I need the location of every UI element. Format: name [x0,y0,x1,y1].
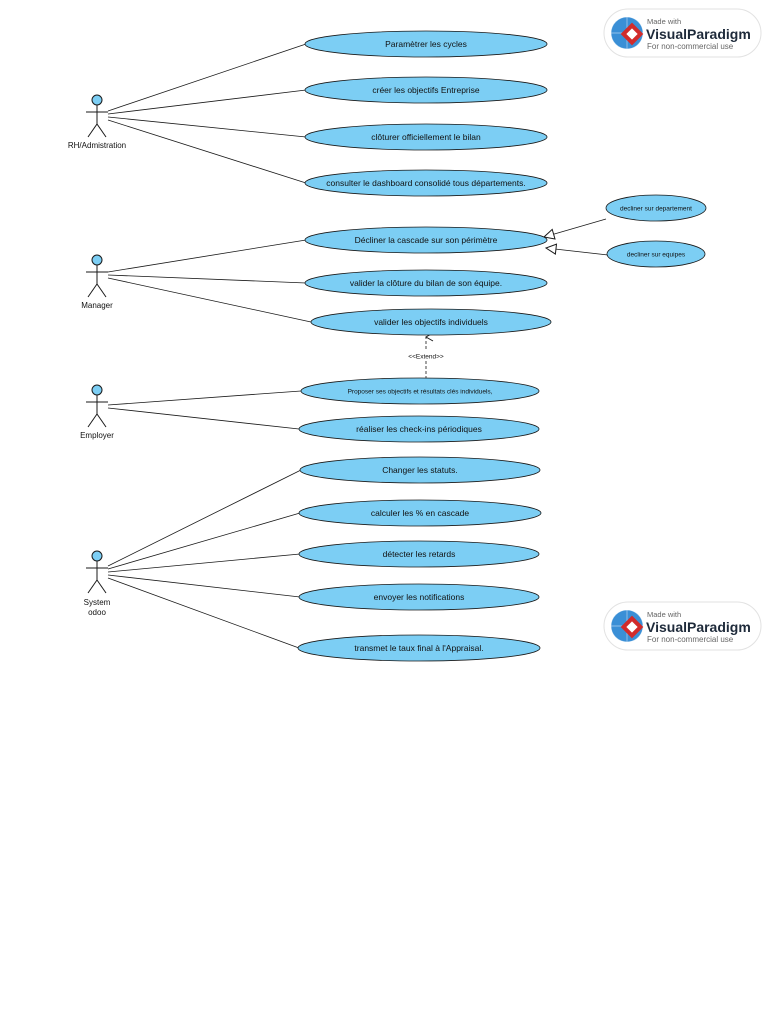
association-lines [107,43,312,649]
use-case-label: valider les objectifs individuels [374,317,488,327]
use-case[interactable]: valider la clôture du bilan de son équip… [304,269,548,297]
stick-figure-icon [86,384,108,428]
assoc-rh-uc4 [107,119,307,184]
use-case-label: envoyer les notifications [374,592,465,602]
assoc-system-uc2 [107,512,301,570]
use-case-group-employer: Proposer ses objectifs et résultats clés… [298,377,540,443]
use-case-label: Décliner la cascade sur son périmètre [355,235,498,245]
use-case[interactable]: envoyer les notifications [298,583,540,611]
watermark-sub: For non-commercial use [647,42,734,51]
use-case[interactable]: consulter le dashboard consolidé tous dé… [304,169,548,197]
visual-paradigm-logo-icon [610,16,644,50]
use-case-group-manager: Décliner la cascade sur son périmètre va… [304,226,552,336]
actor-label: RH/Admistration [68,141,126,150]
assoc-system-uc5 [107,577,300,649]
actor-label: Employer [80,431,114,440]
extend-dependency: <<Extend>> [402,332,450,379]
generalization-departement [544,218,607,237]
use-case-group-generalizations: decliner sur departement decliner sur eq… [605,194,707,268]
actor-label: odoo [88,608,106,617]
assoc-system-uc4 [107,574,301,598]
use-case[interactable]: decliner sur departement [605,194,707,222]
assoc-manager-uc3 [107,277,312,323]
use-case-label: transmet le taux final à l'Appraisal. [354,643,483,653]
use-case[interactable]: Changer les statuts. [299,456,541,484]
assoc-manager-uc1 [107,239,307,273]
assoc-system-uc1 [107,469,302,567]
use-case-label: détecter les retards [383,549,456,559]
actor-employer[interactable]: Employer [80,384,114,440]
watermark-made-with: Made with [647,17,681,26]
use-case[interactable]: decliner sur equipes [606,240,706,268]
watermark-top: Made with VisualParadigm For non-commerc… [603,8,762,58]
assoc-employer-uc1 [107,390,302,406]
assoc-rh-uc2 [107,89,307,115]
use-case-label: valider la clôture du bilan de son équip… [350,278,502,288]
use-case-label: Proposer ses objectifs et résultats clés… [348,389,493,396]
extend-label: <<Extend>> [408,354,444,361]
use-case-label: decliner sur equipes [627,252,686,259]
generalization-arrows [544,218,609,256]
generalization-equipes [546,248,609,256]
assoc-system-uc3 [107,553,301,573]
use-case[interactable]: Proposer ses objectifs et résultats clés… [300,377,540,405]
use-case-label: consulter le dashboard consolidé tous dé… [326,178,525,188]
stick-figure-icon [86,94,108,138]
use-case-label: calculer les % en cascade [371,508,470,518]
use-case[interactable]: transmet le taux final à l'Appraisal. [297,634,541,662]
use-case-label: clôturer officiellement le bilan [371,132,481,142]
actor-label: System [84,598,111,607]
use-case[interactable]: réaliser les check-ins périodiques [298,415,540,443]
assoc-employer-uc2 [107,407,300,430]
watermark-brand: VisualParadigm [646,619,751,635]
assoc-rh-uc3 [107,116,307,138]
actor-system[interactable]: System odoo [84,550,111,617]
watermark-made-with: Made with [647,610,681,619]
assoc-rh-uc1 [107,43,307,112]
use-case[interactable]: Décliner la cascade sur son périmètre [304,226,548,254]
stick-figure-icon [86,550,108,594]
use-case-group-system: Changer les statuts. calculer les % en c… [297,456,542,662]
watermark-sub: For non-commercial use [647,635,734,644]
use-case-label: Changer les statuts. [382,465,458,475]
actor-label: Manager [81,301,113,310]
use-case[interactable]: clôturer officiellement le bilan [304,123,548,151]
actor-manager[interactable]: Manager [81,254,113,310]
assoc-manager-uc2 [107,274,307,284]
use-case[interactable]: créer les objectifs Entreprise [304,76,548,104]
use-case[interactable]: Paramètrer les cycles [304,30,548,58]
use-case[interactable]: détecter les retards [298,540,540,568]
use-case[interactable]: valider les objectifs individuels [310,308,552,336]
use-case-label: Paramètrer les cycles [385,39,467,49]
watermark-bottom: Made with VisualParadigm For non-commerc… [603,601,762,651]
visual-paradigm-logo-icon [610,609,644,643]
use-case-group-rh: Paramètrer les cycles créer les objectif… [304,30,548,197]
use-case-label: créer les objectifs Entreprise [372,85,480,95]
use-case-label: réaliser les check-ins périodiques [356,424,482,434]
use-case[interactable]: calculer les % en cascade [298,499,542,527]
actor-rh[interactable]: RH/Admistration [68,94,126,150]
watermark-brand: VisualParadigm [646,26,751,42]
use-case-label: decliner sur departement [620,206,692,213]
stick-figure-icon [86,254,108,298]
